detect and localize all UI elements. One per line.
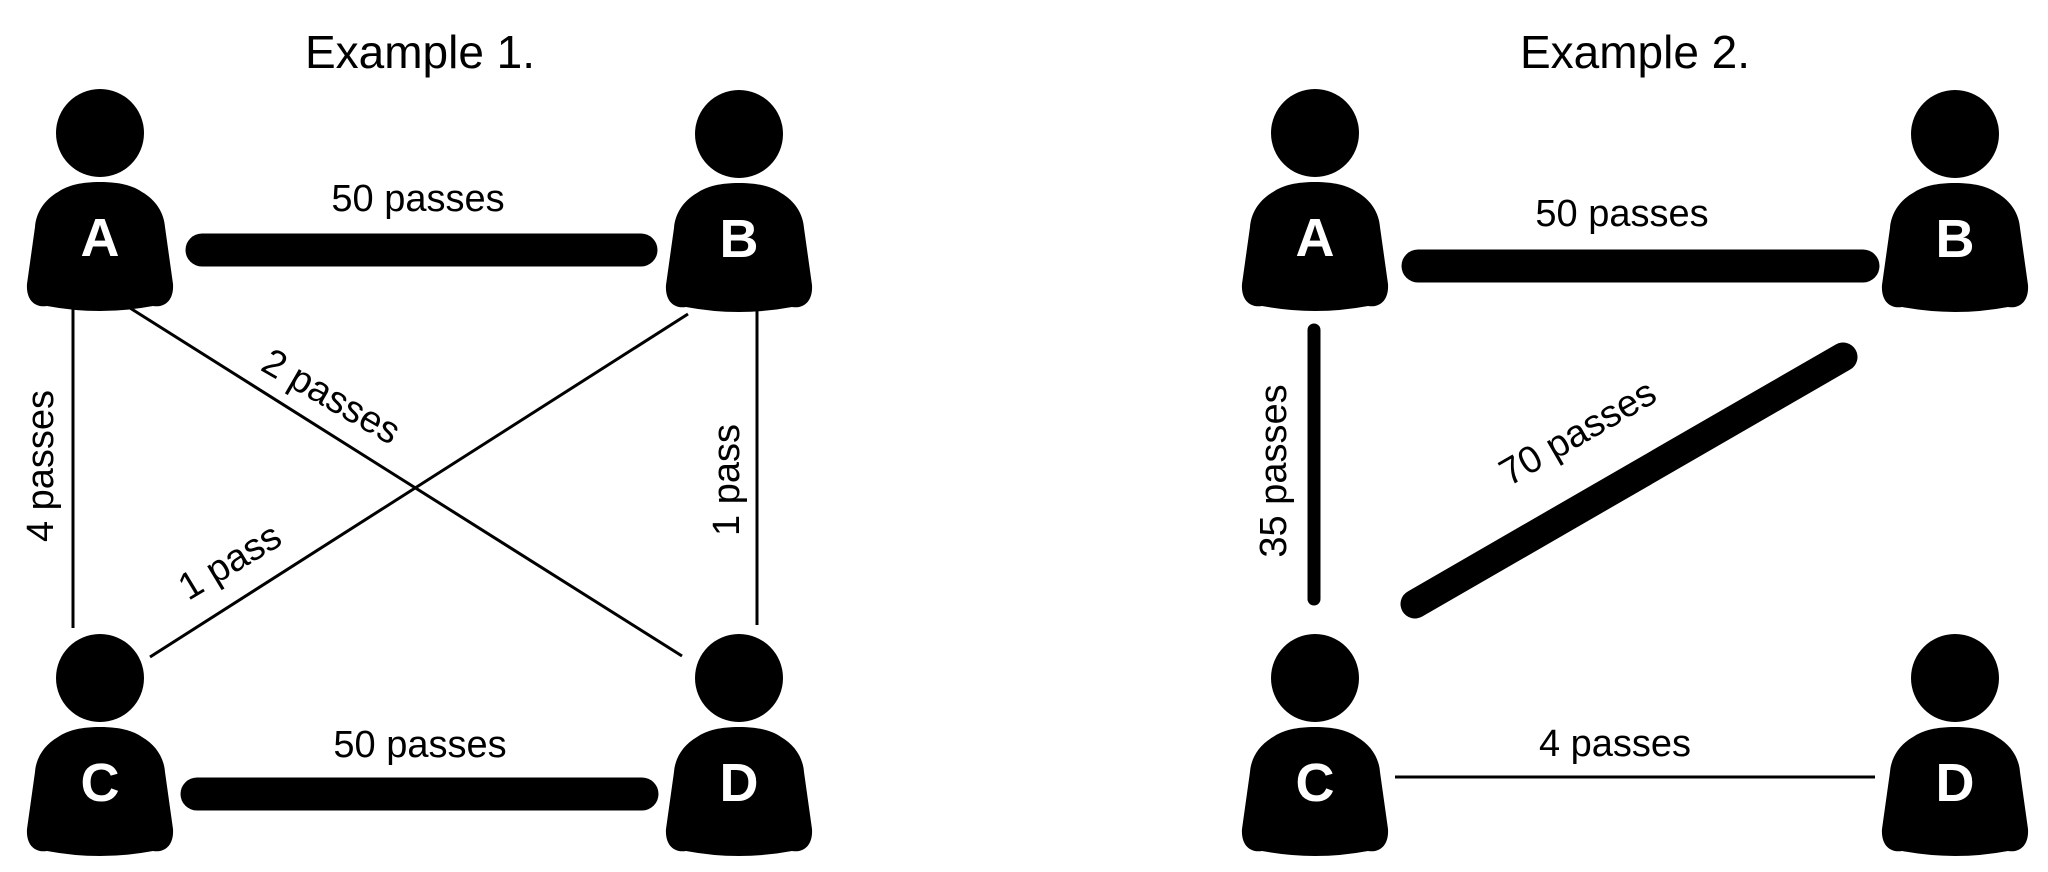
person-head-icon: [1271, 89, 1359, 177]
edge-CB-line: [149, 312, 689, 659]
edge-BD-label: 1 pass: [706, 424, 748, 536]
example-2-person-node-A: A: [1241, 89, 1389, 311]
person-head-icon: [695, 90, 783, 178]
person-body-icon: [1241, 727, 1389, 856]
node-letter: C: [81, 753, 120, 813]
person-head-icon: [1911, 634, 1999, 722]
example-2-person-node-C: C: [1241, 634, 1389, 856]
edge-CB-line: [1400, 342, 1858, 619]
edge-CD-label: 4 passes: [1539, 723, 1691, 765]
person-body-icon: [26, 727, 174, 856]
person-head-icon: [1911, 90, 1999, 178]
example-1-person-node-D: D: [665, 634, 813, 856]
node-letter: C: [1296, 753, 1335, 813]
person-head-icon: [1271, 634, 1359, 722]
edge-AD-line: [129, 306, 683, 658]
person-body-icon: [1881, 727, 2029, 856]
example-1-title: Example 1.: [305, 26, 535, 78]
edge-AC-label: 35 passes: [1253, 384, 1295, 557]
person-head-icon: [695, 634, 783, 722]
example-2-title: Example 2.: [1520, 26, 1750, 78]
edge-AC-label: 4 passes: [20, 390, 62, 542]
node-letter: D: [720, 753, 759, 813]
person-body-icon: [665, 183, 813, 312]
node-letter: D: [1936, 753, 1975, 813]
person-body-icon: [665, 727, 813, 856]
example-1-person-node-A: A: [26, 89, 174, 311]
node-letter: B: [720, 209, 759, 269]
node-letter: B: [1936, 209, 1975, 269]
example-2-person-node-D: D: [1881, 634, 2029, 856]
example-2-person-node-B: B: [1881, 90, 2029, 312]
person-head-icon: [56, 89, 144, 177]
edge-AB-label: 50 passes: [1535, 193, 1708, 235]
node-letter: A: [1296, 208, 1335, 268]
person-body-icon: [1881, 183, 2029, 312]
edge-CD-label: 50 passes: [333, 724, 506, 766]
edge-CB-label: 1 pass: [171, 515, 289, 609]
node-letter: A: [81, 208, 120, 268]
edge-AB-label: 50 passes: [331, 178, 504, 220]
example-1-person-node-C: C: [26, 634, 174, 856]
person-body-icon: [26, 182, 174, 311]
person-head-icon: [56, 634, 144, 722]
person-body-icon: [1241, 182, 1389, 311]
example-1-person-node-B: B: [665, 90, 813, 312]
